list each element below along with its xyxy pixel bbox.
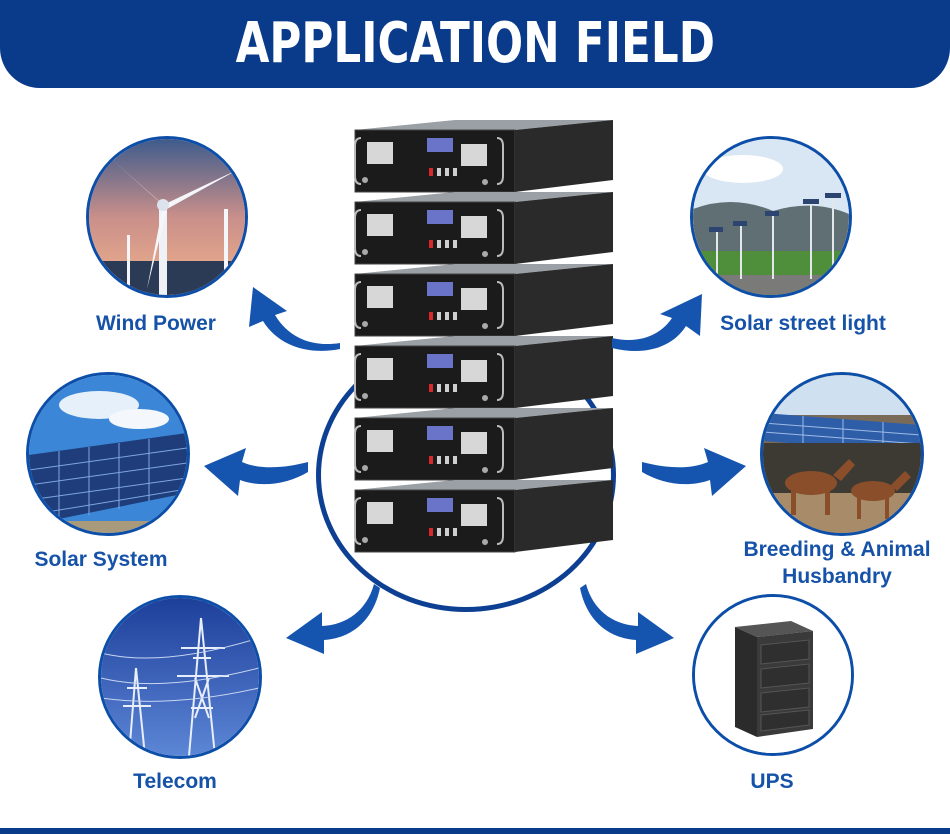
ups-label: UPS bbox=[750, 770, 794, 793]
arrow-to-ups bbox=[580, 584, 674, 654]
solar-system-label: Solar System bbox=[34, 548, 168, 571]
battery-module bbox=[354, 336, 613, 409]
ups-image bbox=[692, 594, 854, 756]
wind-power-label: Wind Power bbox=[96, 312, 216, 335]
breeding-animal-husbandry-image bbox=[760, 372, 924, 536]
arrow-to-breeding bbox=[642, 448, 746, 496]
page-title: APPLICATION FIELD bbox=[235, 11, 715, 76]
telecom-label: Telecom bbox=[133, 770, 217, 793]
power-tower-icon bbox=[101, 598, 259, 756]
horse-barn-icon bbox=[763, 375, 921, 533]
battery-module bbox=[354, 264, 613, 337]
arrow-to-solar-system bbox=[204, 448, 308, 496]
wind-turbine-icon bbox=[89, 139, 245, 295]
battery-module bbox=[354, 408, 613, 481]
solar-street-light-label: Solar street light bbox=[720, 312, 886, 335]
telecom-image bbox=[98, 595, 262, 759]
solar-street-light-image bbox=[690, 136, 852, 298]
battery-module bbox=[354, 120, 613, 193]
breeding-animal-husbandry-label: Breeding & Animal Husbandry bbox=[743, 538, 931, 588]
footer-bar bbox=[0, 828, 950, 834]
wind-power-image bbox=[86, 136, 248, 298]
solar-system-image bbox=[26, 372, 190, 536]
battery-module bbox=[354, 480, 613, 553]
arrow-to-solar-street-light bbox=[612, 294, 702, 352]
battery-module bbox=[354, 192, 613, 265]
rack-battery-stack-icon bbox=[345, 112, 620, 582]
ups-cabinet-icon bbox=[695, 597, 851, 753]
arrow-to-telecom bbox=[286, 584, 380, 654]
solar-panel-icon bbox=[29, 375, 187, 533]
street-light-icon bbox=[693, 139, 849, 295]
page-header: APPLICATION FIELD bbox=[0, 0, 950, 88]
arrow-to-wind-power bbox=[249, 287, 340, 351]
